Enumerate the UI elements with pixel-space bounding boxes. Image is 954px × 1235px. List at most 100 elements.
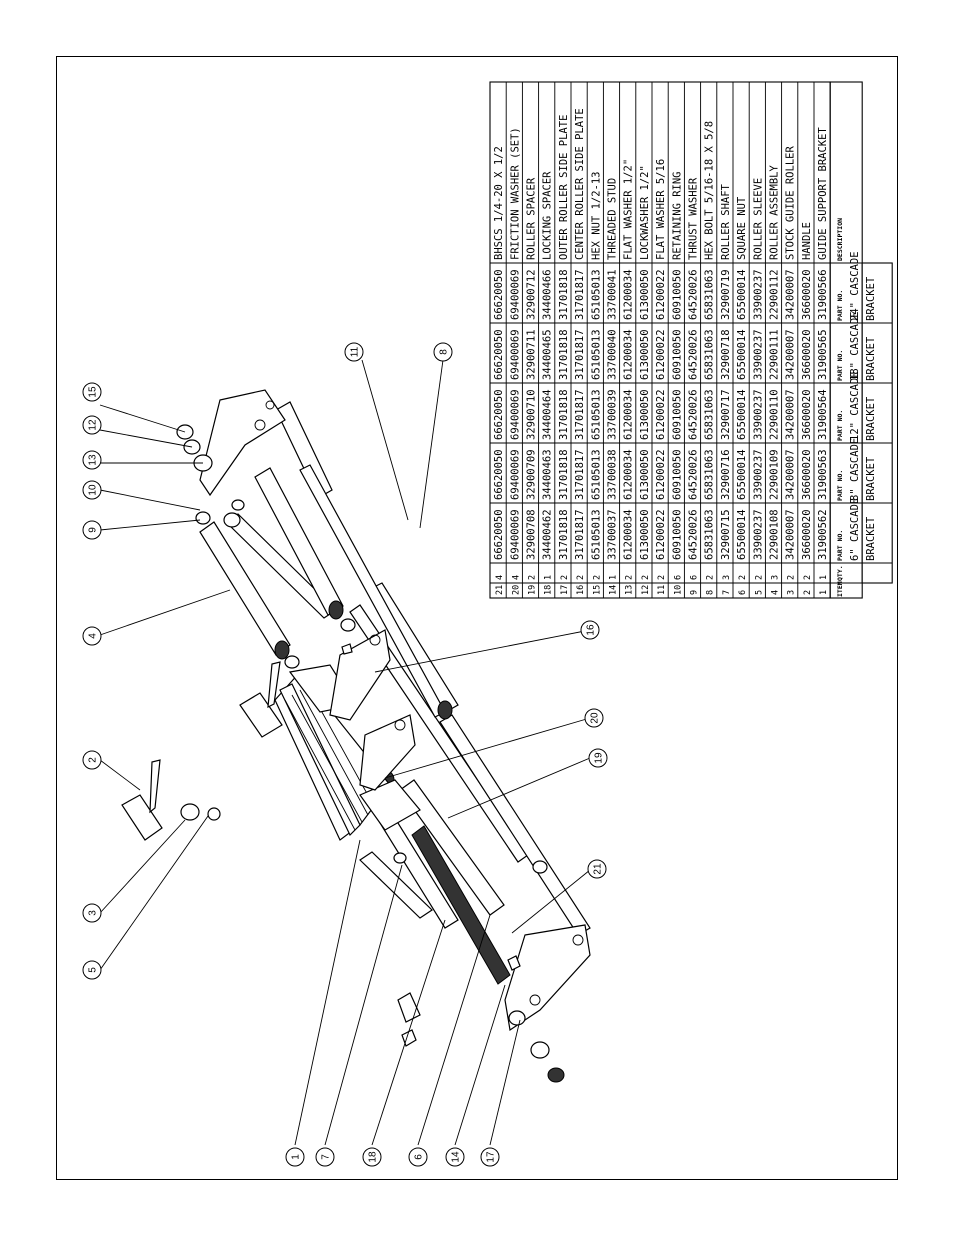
- bom-cell-p12: 22900110: [769, 389, 781, 440]
- bom-row: 9664520026645200266452002664520026645200…: [688, 177, 700, 595]
- bom-cell-p18: 34200007: [785, 329, 797, 380]
- bom-row: 1226130005061300050613000506130005061300…: [639, 165, 651, 595]
- bom-cell-item: 4: [771, 590, 781, 595]
- bom-cell-desc: HEX BOLT 5/16-18 X 5/8: [704, 121, 716, 260]
- bom-cell-p24: 66620050: [493, 269, 505, 320]
- bom-cell-p24: 32900719: [720, 269, 732, 320]
- bom-cell-p24: 33700041: [607, 269, 619, 320]
- bom-cell-desc: HANDLE: [801, 222, 813, 260]
- leader-lines: [99, 359, 591, 1146]
- callout-20: 20: [584, 708, 604, 728]
- bom-cell-p8: 66620050: [493, 449, 505, 500]
- bom-cell-p6: 22900108: [769, 509, 781, 560]
- bom-cell-qty: 2: [576, 575, 586, 580]
- bom-cell-p12: 61200022: [655, 389, 667, 440]
- bom-cell-p6: 31900562: [817, 509, 829, 560]
- bom-cell-p12: 36600020: [801, 389, 813, 440]
- bom-cell-p6: 34200007: [785, 509, 797, 560]
- bom-cell-p8: 65500014: [736, 449, 748, 500]
- bom-cell-p18: 34400465: [542, 329, 554, 380]
- bom-cell-desc: STOCK GUIDE ROLLER: [785, 146, 797, 260]
- bom-cell-qty: 2: [738, 575, 748, 580]
- bom-cell-p18: 61200022: [655, 329, 667, 380]
- bom-cell-p18: 32900718: [720, 329, 732, 380]
- bom-cell-p6: 36600020: [801, 509, 813, 560]
- bom-cell-p8: 33700038: [607, 449, 619, 500]
- bom-cell-p12: 34200007: [785, 389, 797, 440]
- bom-cell-item: 17: [560, 585, 570, 595]
- callout-6: 6: [408, 1147, 428, 1167]
- callout-15: 15: [82, 382, 102, 402]
- callout-18: 18: [362, 1147, 382, 1167]
- bom-cell-p6: 64520026: [688, 509, 700, 560]
- bom-cell-p6: 31701818: [558, 509, 570, 560]
- callout-number: 7: [321, 1154, 332, 1160]
- callout-number: 16: [586, 624, 597, 636]
- exploded-view: [99, 359, 591, 1146]
- bom-cell-p8: 60910050: [671, 449, 683, 500]
- bom-cell-p8: 61200034: [623, 449, 635, 500]
- bom-cell-p6: 61300050: [639, 509, 651, 560]
- bom-cell-p6: 66620050: [493, 509, 505, 560]
- callout-number: 14: [451, 1151, 462, 1163]
- bom-cell-item: 9: [690, 590, 700, 595]
- bom-cell-item: 10: [673, 585, 683, 595]
- bom-cell-p8: 64520026: [688, 449, 700, 500]
- header-item: ITEM: [836, 581, 844, 597]
- bom-cell-p12: 69400069: [509, 389, 521, 440]
- bom-row: 1623170181731701817317018173170181731701…: [574, 108, 586, 595]
- callout-4: 4: [82, 626, 102, 646]
- bom-cell-qty: 3: [722, 575, 732, 580]
- callout-11: 11: [344, 342, 364, 362]
- bom-cell-desc: LOCKING SPACER: [542, 171, 554, 260]
- callout-number: 17: [486, 1151, 497, 1163]
- bom-cell-qty: 2: [754, 575, 764, 580]
- bom-cell-desc: HEX NUT 1/2-13: [590, 171, 602, 260]
- callout-number: 10: [88, 484, 99, 496]
- bom-cell-p18: 65831063: [704, 329, 716, 380]
- callout-number: 18: [368, 1151, 379, 1163]
- bom-cell-p12: 33900237: [752, 389, 764, 440]
- bom-cell-p6: 32900715: [720, 509, 732, 560]
- bom-cell-p24: 61200022: [655, 269, 667, 320]
- bom-cell-p6: 60910050: [671, 509, 683, 560]
- bom-cell-p6: 33900237: [752, 509, 764, 560]
- bom-cell-item: 13: [625, 585, 635, 595]
- bom-row: 4322900108229001092290011022900111229001…: [769, 164, 781, 595]
- bom-cell-p24: 61200034: [623, 269, 635, 320]
- callout-3: 3: [82, 903, 102, 923]
- bom-cell-p24: 31701817: [574, 269, 586, 320]
- bom-cell-p18: 31900565: [817, 329, 829, 380]
- header-qty: QTY.: [836, 565, 844, 581]
- bom-row: 7332900715329007163290071732900718329007…: [720, 183, 732, 595]
- callout-8: 8: [433, 342, 453, 362]
- callout-number: 8: [439, 349, 450, 355]
- bom-cell-qty: 2: [787, 575, 797, 580]
- bom-cell-p12: 66620050: [493, 389, 505, 440]
- callout-number: 21: [593, 863, 604, 875]
- bom-cell-desc: ROLLER SHAFT: [720, 183, 732, 260]
- bom-cell-p12: 34400464: [542, 389, 554, 440]
- bom-cell-item: 12: [641, 585, 651, 595]
- callout-number: 15: [88, 386, 99, 398]
- bom-cell-p8: 31900563: [817, 449, 829, 500]
- bom-cell-desc: ROLLER SPACER: [526, 177, 538, 260]
- bom-cell-p12: 65831063: [704, 389, 716, 440]
- callout-5: 5: [82, 960, 102, 980]
- bom-cell-p24: 65105013: [590, 269, 602, 320]
- callout-7: 7: [315, 1147, 335, 1167]
- bom-cell-p12: 33700039: [607, 389, 619, 440]
- callout-1: 1: [285, 1147, 305, 1167]
- bom-cell-desc: ROLLER ASSEMBLY: [769, 164, 781, 260]
- bom-cell-p18: 36600020: [801, 329, 813, 380]
- bom-cell-p6: 31701817: [574, 509, 586, 560]
- callout-9: 9: [82, 520, 102, 540]
- bom-cell-desc: SQUARE NUT: [736, 196, 748, 260]
- bom-cell-p24: 65831063: [704, 269, 716, 320]
- bom-cell-p6: 34400462: [542, 509, 554, 560]
- callout-number: 4: [88, 633, 99, 639]
- bom-cell-p6: 65105013: [590, 509, 602, 560]
- bom-row: 2046940006969400069694000696940006969400…: [509, 127, 521, 595]
- callout-number: 19: [594, 752, 605, 764]
